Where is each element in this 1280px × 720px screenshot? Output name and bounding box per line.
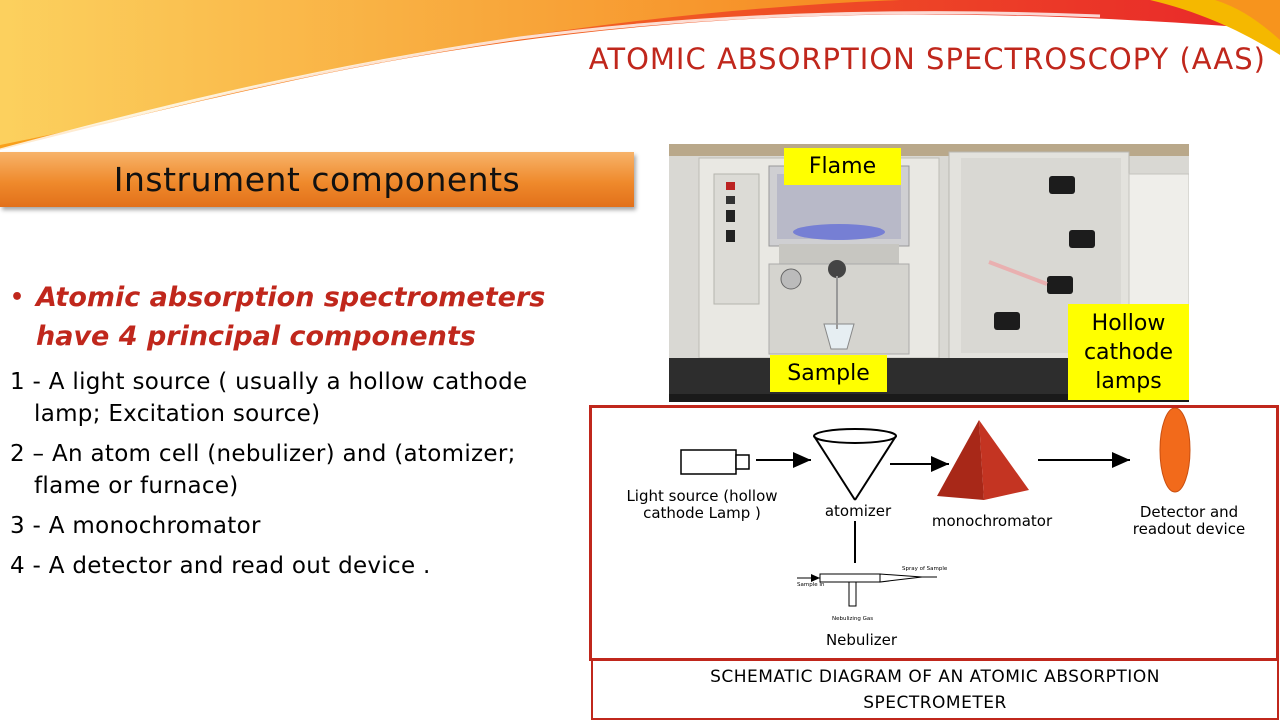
bullet-text: Atomic absorption spectrometers have 4 p… [36, 282, 546, 352]
spray-of-sample-text: Spray of Sample [902, 566, 948, 572]
component-item-atom-cell: 2 – An atom cell (nebulizer) and (atomiz… [10, 441, 516, 499]
components-text: • Atomic absorption spectrometers have 4… [10, 278, 585, 582]
instrument-photo: Flame Sample Hollow cathode lamps [669, 144, 1189, 402]
sample-label: Sample [770, 355, 887, 392]
monochromator-label: monochromator [931, 512, 1053, 530]
principal-components-bullet: • Atomic absorption spectrometers have 4… [10, 278, 585, 356]
lamp-icon [680, 449, 750, 475]
schematic-caption-box: SCHEMATIC DIAGRAM OF AN ATOMIC ABSORPTIO… [591, 661, 1279, 720]
nebulizing-gas-text: Nebulizing Gas [832, 616, 873, 622]
hollow-cathode-lamps-label: Hollow cathode lamps [1068, 304, 1189, 400]
flame-label: Flame [784, 148, 901, 185]
detector-label: Detector and readout device [1132, 503, 1246, 538]
schematic-diagram: Spray of Sample Sample In Nebulizing Gas… [589, 405, 1279, 661]
detector-ellipse-icon [1159, 408, 1191, 493]
sample-in-text: Sample In [797, 582, 825, 588]
component-item-light-source: 1 - A light source ( usually a hollow ca… [10, 369, 528, 427]
atomizer-label: atomizer [824, 502, 892, 520]
nebulizer-icon [797, 573, 937, 607]
slide-title: ATOMIC ABSORPTION SPECTROSCOPY (AAS) [588, 42, 1266, 76]
component-item-monochromator: 3 - A monochromator [10, 513, 261, 539]
nebulizer-label: Nebulizer [825, 631, 898, 649]
header-swoosh-decoration [0, 0, 1280, 152]
schematic-drawing: Spray of Sample Sample In Nebulizing Gas [680, 408, 1191, 622]
schematic-caption: SCHEMATIC DIAGRAM OF AN ATOMIC ABSORPTIO… [710, 666, 1160, 713]
atomizer-funnel-icon [813, 428, 897, 501]
light-source-label: Light source (hollow cathode Lamp ) [626, 487, 778, 522]
prism-icon [937, 420, 1029, 500]
section-heading-banner: Instrument components [0, 152, 634, 207]
component-item-detector: 4 - A detector and read out device . [10, 553, 431, 579]
section-heading: Instrument components [113, 160, 521, 199]
bullet-dot-icon: • [10, 285, 25, 310]
